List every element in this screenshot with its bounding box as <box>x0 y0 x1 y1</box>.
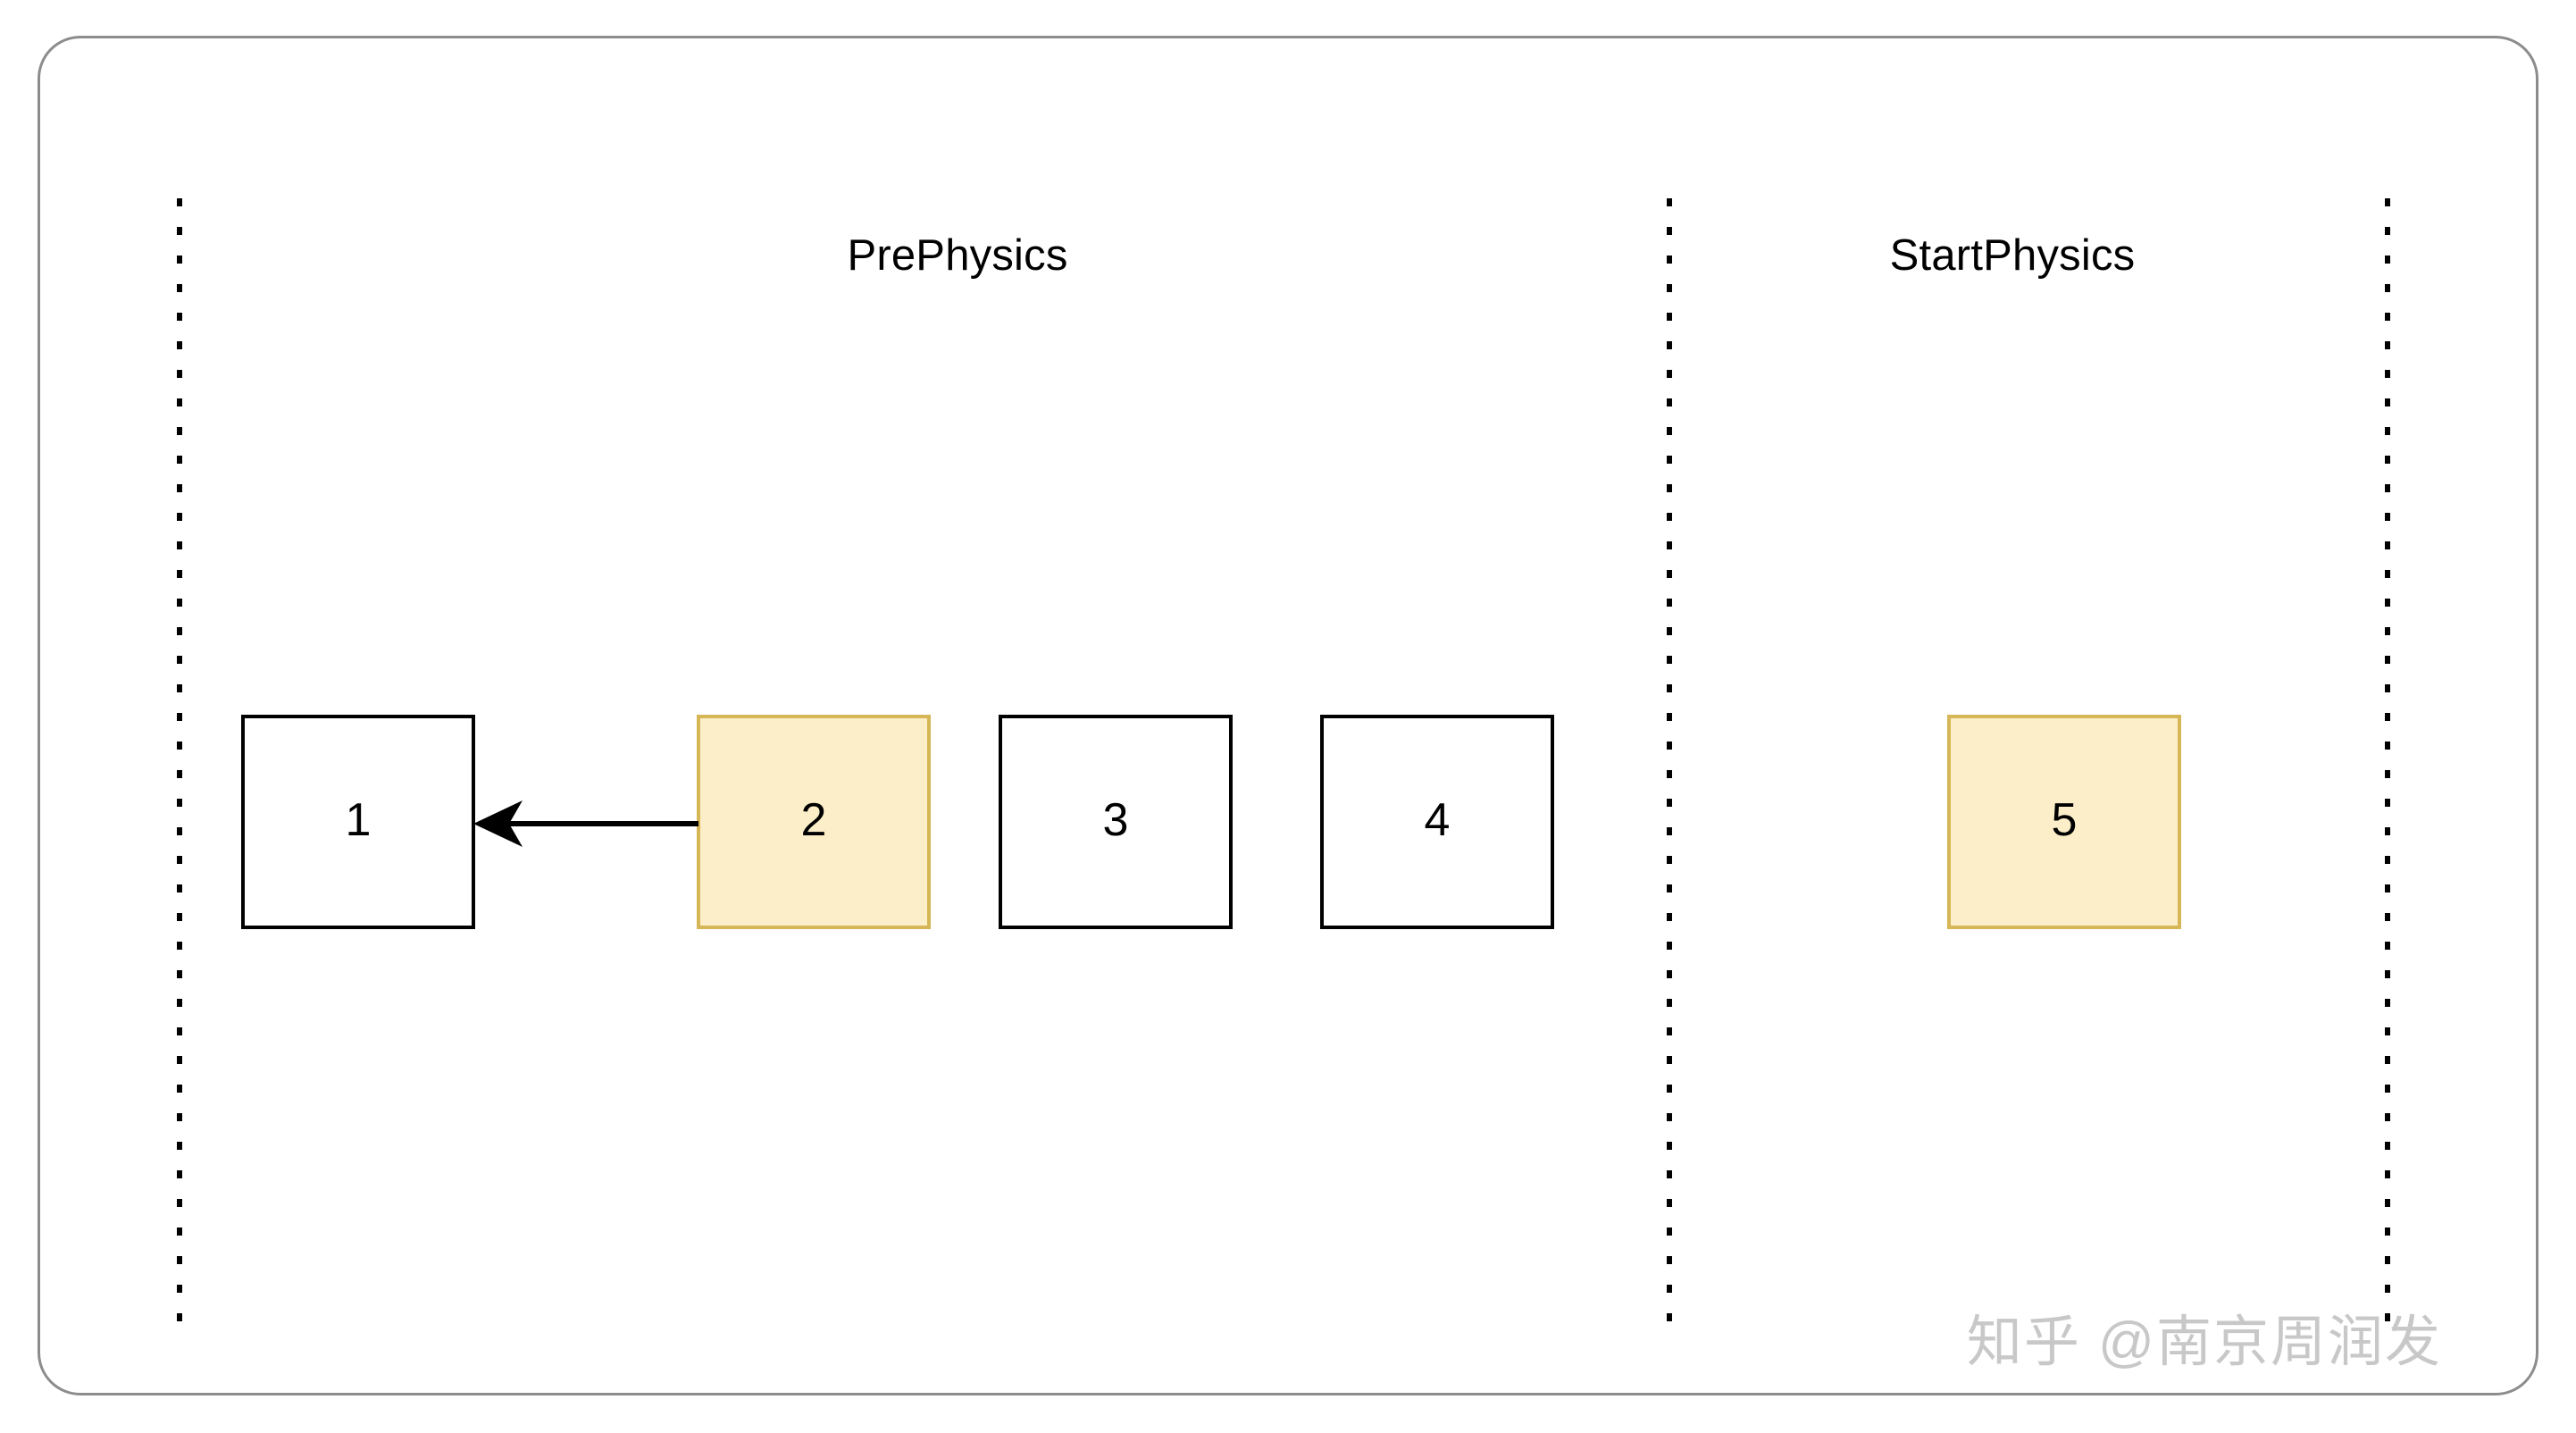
node-label-3: 3 <box>1102 794 1129 846</box>
node-box-1[interactable]: 1 <box>241 715 475 929</box>
node-box-3[interactable]: 3 <box>999 715 1233 929</box>
lane-title-startphysics: StartPhysics <box>1889 231 2136 280</box>
node-box-2[interactable]: 2 <box>697 715 931 929</box>
swimlane-divider-middle <box>1667 198 1672 1322</box>
node-label-5: 5 <box>2051 794 2078 846</box>
swimlane-divider-left <box>177 198 182 1322</box>
node-box-4[interactable]: 4 <box>1320 715 1554 929</box>
node-label-2: 2 <box>800 794 827 846</box>
node-box-5[interactable]: 5 <box>1947 715 2181 929</box>
lane-title-prephysics: PrePhysics <box>847 231 1068 280</box>
swimlane-divider-right <box>2385 198 2390 1322</box>
watermark-text: 知乎 @南京周润发 <box>1966 1311 2442 1373</box>
node-label-4: 4 <box>1424 794 1451 846</box>
diagram-outer-frame <box>38 36 2538 1395</box>
node-label-1: 1 <box>345 794 372 846</box>
